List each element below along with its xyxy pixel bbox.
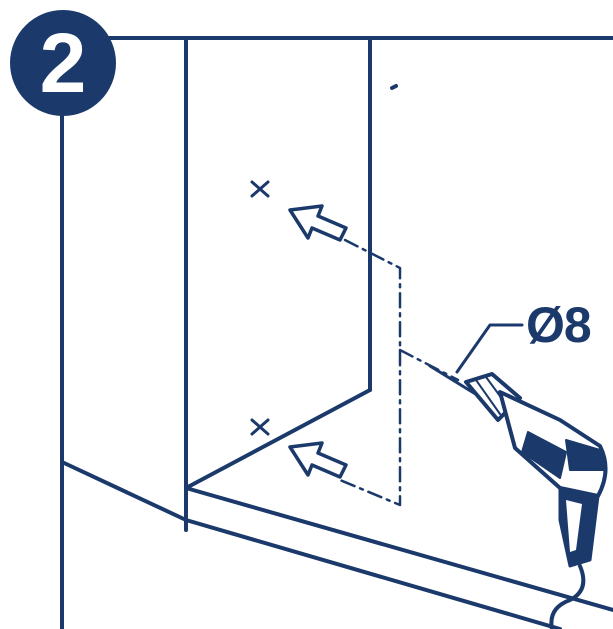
arrow-icon [288,204,348,242]
size-leader-line [455,323,524,374]
cabinet-outline [60,36,613,629]
arrow-icon [288,441,348,479]
drill-bit-size-label: Ø8 [526,297,592,353]
cross-mark-icon [250,180,270,198]
step-number: 2 [39,16,87,110]
drill-icon [428,364,608,629]
cross-mark-icon [250,418,270,436]
step-number-badge: 2 [10,10,116,116]
